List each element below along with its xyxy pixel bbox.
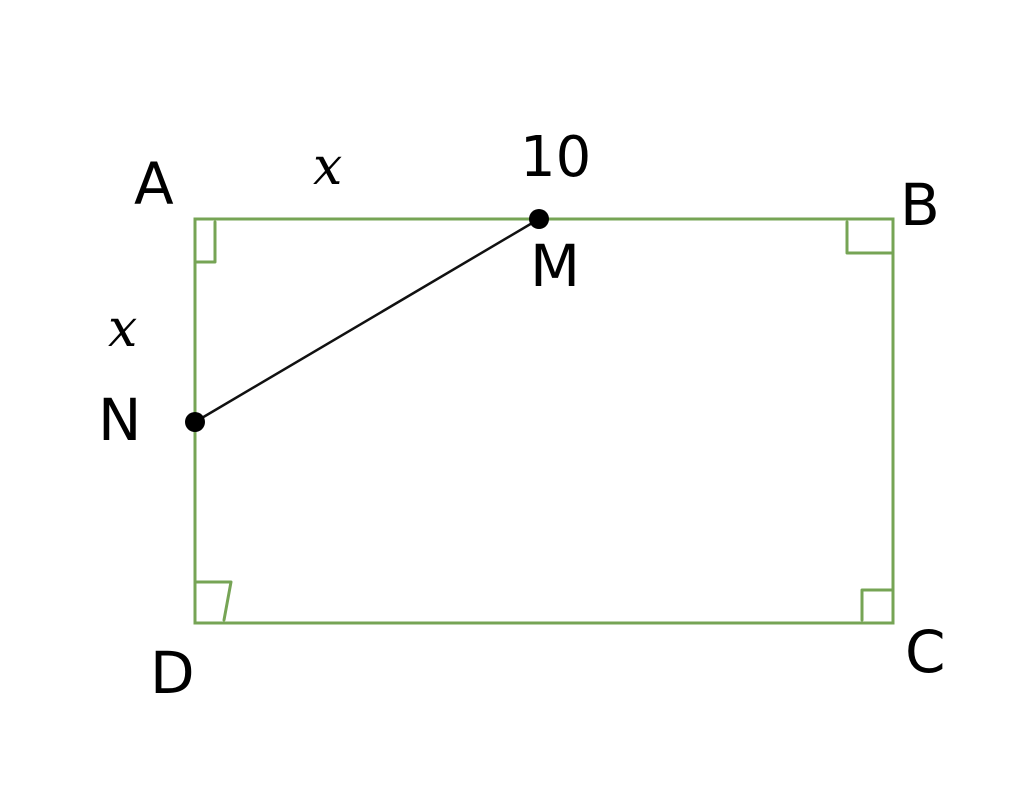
right-angle-marker-c bbox=[860, 588, 895, 622]
point-m-dot bbox=[529, 209, 549, 229]
right-angle-marker-d bbox=[193, 580, 233, 622]
right-angle-marker-a bbox=[193, 220, 217, 264]
vertex-label-c: C bbox=[905, 618, 946, 686]
left-segment-variable-label: x bbox=[108, 299, 137, 359]
segment-mn-length-label: 10 bbox=[520, 125, 591, 190]
vertex-label-d: D bbox=[150, 639, 195, 707]
segment-mn bbox=[193, 217, 541, 424]
point-label-m: M bbox=[530, 232, 580, 300]
vertex-label-a: A bbox=[134, 150, 174, 218]
right-angle-marker-b bbox=[845, 220, 895, 255]
top-segment-variable-label: x bbox=[313, 137, 342, 197]
point-n-dot bbox=[185, 412, 205, 432]
point-label-n: N bbox=[98, 386, 141, 454]
vertex-label-b: B bbox=[900, 171, 940, 239]
